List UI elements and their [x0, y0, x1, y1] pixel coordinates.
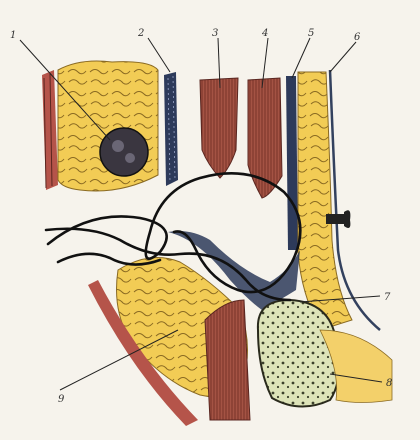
leader-6 [330, 42, 356, 72]
label-3: 3 [212, 28, 218, 39]
muscle-bundle-3 [200, 78, 238, 178]
lower-muscle-wedge [205, 300, 250, 420]
label-4: 4 [261, 28, 268, 39]
vessel-detail [112, 140, 124, 152]
fascia-band [164, 72, 178, 186]
upper-left-fat-tissue [58, 61, 158, 191]
label-7: 7 [384, 292, 391, 303]
label-2: 2 [137, 28, 144, 39]
skin-layer-upper-left [42, 70, 58, 190]
label-1: 1 [10, 30, 16, 41]
label-5: 5 [308, 28, 314, 39]
fascia-band-5 [286, 76, 298, 250]
right-fat-column [298, 72, 352, 330]
label-9: 9 [58, 394, 65, 405]
round-vessel-structure [100, 128, 148, 176]
bone-section [258, 300, 339, 407]
label-6: 6 [354, 32, 361, 43]
label-8: 8 [386, 378, 392, 389]
vessel-detail [125, 153, 135, 163]
